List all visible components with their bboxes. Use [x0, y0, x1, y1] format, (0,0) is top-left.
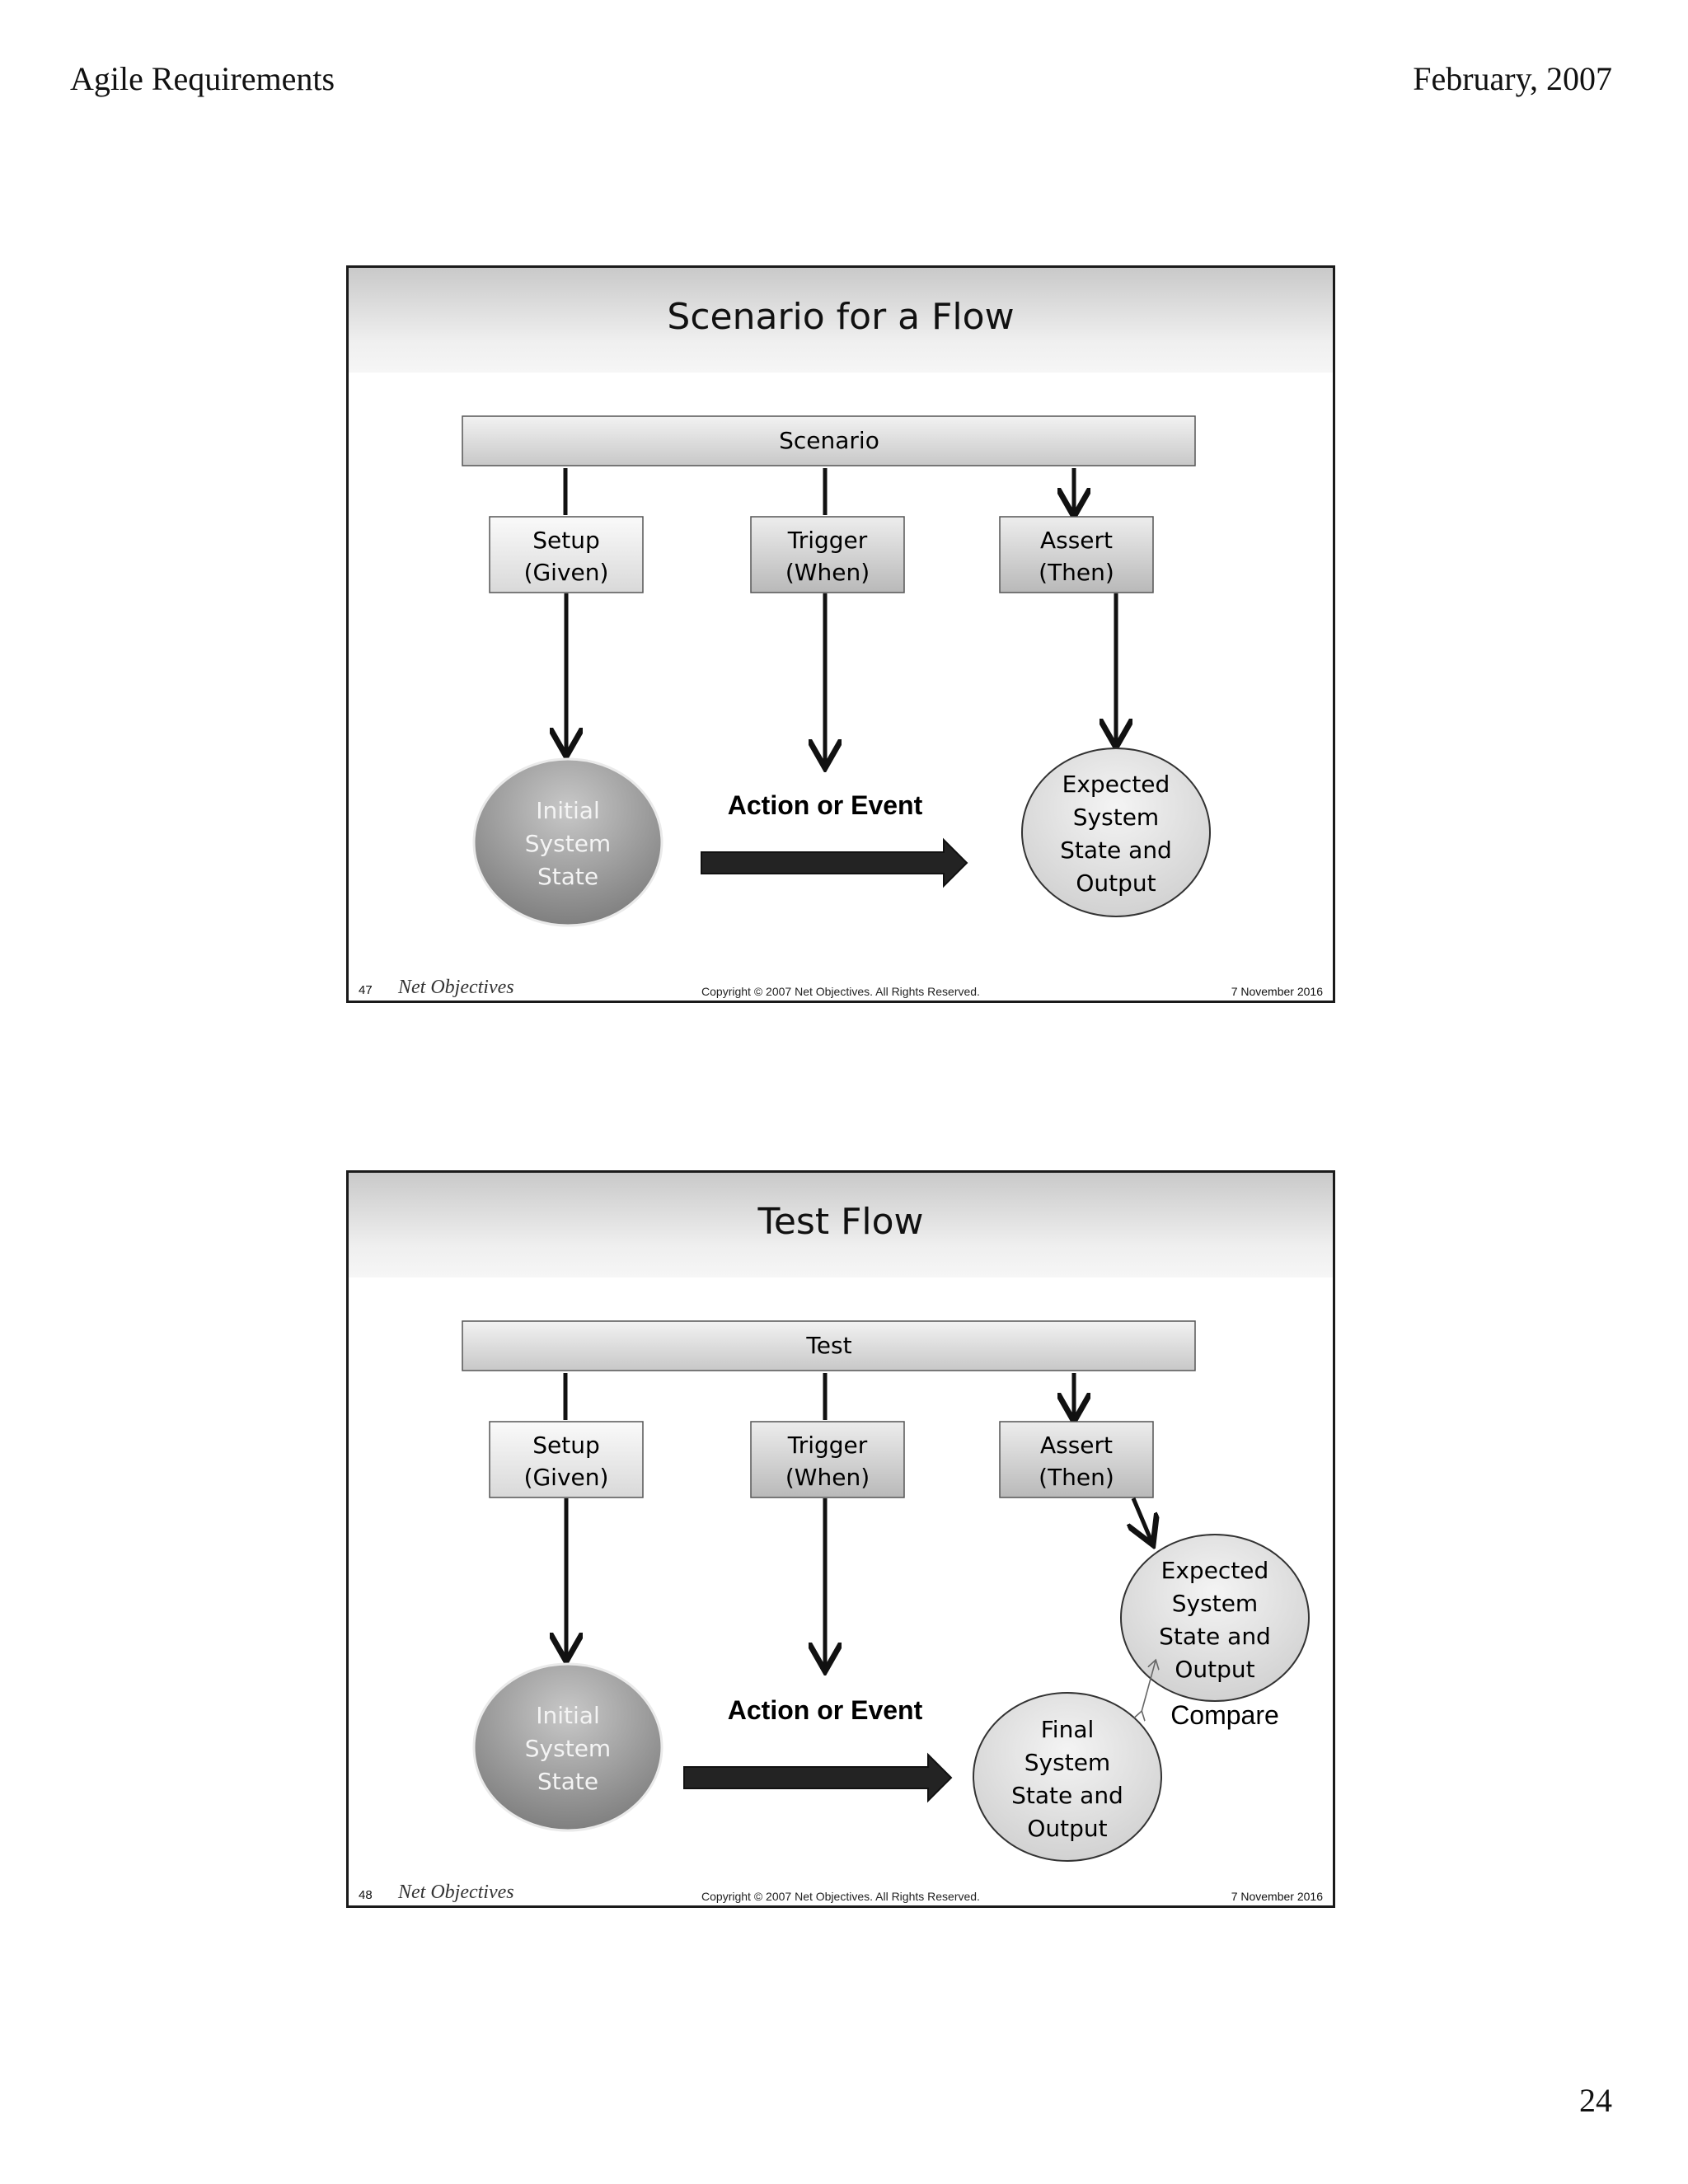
setup-label: Setup: [532, 1432, 600, 1459]
setup-sublabel: (Given): [524, 559, 609, 586]
slide-date: 7 November 2016: [1231, 1890, 1323, 1903]
initial-state-label: Initial: [536, 797, 599, 824]
assert-sublabel: (Then): [1039, 1464, 1114, 1491]
trigger-sublabel: (When): [785, 1464, 870, 1491]
header-title: Agile Requirements: [70, 60, 335, 97]
trigger-box: [750, 1421, 905, 1498]
final-state-label: Final: [1041, 1716, 1095, 1743]
scenario-flow-diagram: Scenario Setup (Given) Trigger (When) As…: [462, 415, 1211, 927]
slide-title: Test Flow: [757, 1201, 924, 1243]
slide-title-band: [349, 268, 1333, 373]
trigger-label: Trigger: [787, 527, 868, 554]
test-bar: [462, 1320, 1196, 1371]
final-state-label: Output: [1027, 1815, 1107, 1842]
setup-sublabel: (Given): [524, 1464, 609, 1491]
expected-state-label: Expected: [1062, 771, 1170, 798]
final-state-label: System: [1025, 1749, 1110, 1776]
slide-test-flow: Test Flow Test: [346, 1170, 1335, 1908]
copyright-text: Copyright © 2007 Net Objectives. All Rig…: [701, 1890, 980, 1903]
scenario-label: Scenario: [779, 427, 879, 454]
test-flow-diagram: Test Setup (Given) Trigger (When) Assert…: [462, 1320, 1310, 1862]
action-label: Action or Event: [728, 1695, 923, 1725]
slide-date: 7 November 2016: [1231, 985, 1323, 998]
assert-box: [999, 1421, 1154, 1498]
setup-box: [489, 1421, 644, 1498]
trigger-sublabel: (When): [785, 559, 870, 586]
expected-state-circle: [1120, 1534, 1310, 1702]
slide-title: Scenario for a Flow: [667, 296, 1015, 338]
compare-label: Compare: [1170, 1700, 1279, 1730]
expected-state-label: Output: [1175, 1656, 1254, 1683]
action-arrow: [701, 837, 968, 888]
expected-state-label: State and: [1159, 1623, 1271, 1650]
compare-arrow: [1142, 1661, 1156, 1712]
setup-box: [489, 516, 644, 593]
initial-state-label: State: [537, 863, 598, 890]
action-arrow: [683, 1752, 953, 1803]
assert-label: Assert: [1040, 1432, 1113, 1459]
final-state-label: State and: [1011, 1782, 1123, 1809]
final-state-circle: [973, 1692, 1162, 1862]
assert-sublabel: (Then): [1039, 559, 1114, 586]
initial-state-circle: [472, 1662, 663, 1832]
trigger-box: [750, 516, 905, 593]
scenario-bar: [462, 415, 1196, 466]
expected-state-label: State and: [1060, 837, 1172, 864]
initial-state-label: System: [525, 1735, 611, 1762]
expected-state-circle: [1021, 748, 1211, 917]
slide-number: 48: [359, 1888, 373, 1902]
assert-arrow: [1133, 1497, 1151, 1541]
expected-state-label: Expected: [1161, 1557, 1269, 1584]
setup-label: Setup: [532, 527, 600, 554]
copyright-text: Copyright © 2007 Net Objectives. All Rig…: [701, 985, 980, 998]
slide-title-band: [349, 1173, 1333, 1277]
expected-state-label: System: [1073, 804, 1159, 831]
initial-state-circle: [472, 757, 663, 927]
assert-box: [999, 516, 1154, 593]
header-date: February, 2007: [1413, 60, 1612, 97]
net-objectives-logo: Net Objectives: [398, 1882, 514, 1903]
test-label: Test: [805, 1332, 851, 1359]
expected-state-label: Output: [1076, 869, 1156, 897]
net-objectives-logo: Net Objectives: [398, 977, 514, 998]
assert-label: Assert: [1040, 527, 1113, 554]
initial-state-label: State: [537, 1768, 598, 1795]
page-number: 24: [1579, 2082, 1612, 2119]
trigger-label: Trigger: [787, 1432, 868, 1459]
initial-state-label: Initial: [536, 1702, 599, 1729]
slide-number: 47: [359, 983, 373, 997]
initial-state-label: System: [525, 830, 611, 857]
action-label: Action or Event: [728, 790, 923, 820]
expected-state-label: System: [1172, 1590, 1258, 1617]
slide-scenario-for-a-flow: Scenario for a Flow Scenario: [346, 265, 1335, 1003]
